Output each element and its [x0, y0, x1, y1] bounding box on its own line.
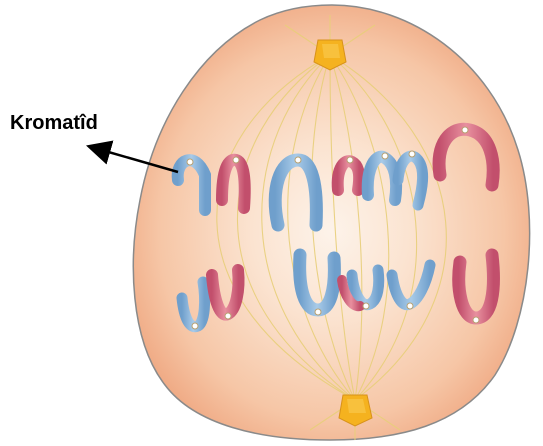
cell-membrane	[133, 5, 529, 440]
chromatid-label: Kromatîd	[10, 112, 98, 135]
